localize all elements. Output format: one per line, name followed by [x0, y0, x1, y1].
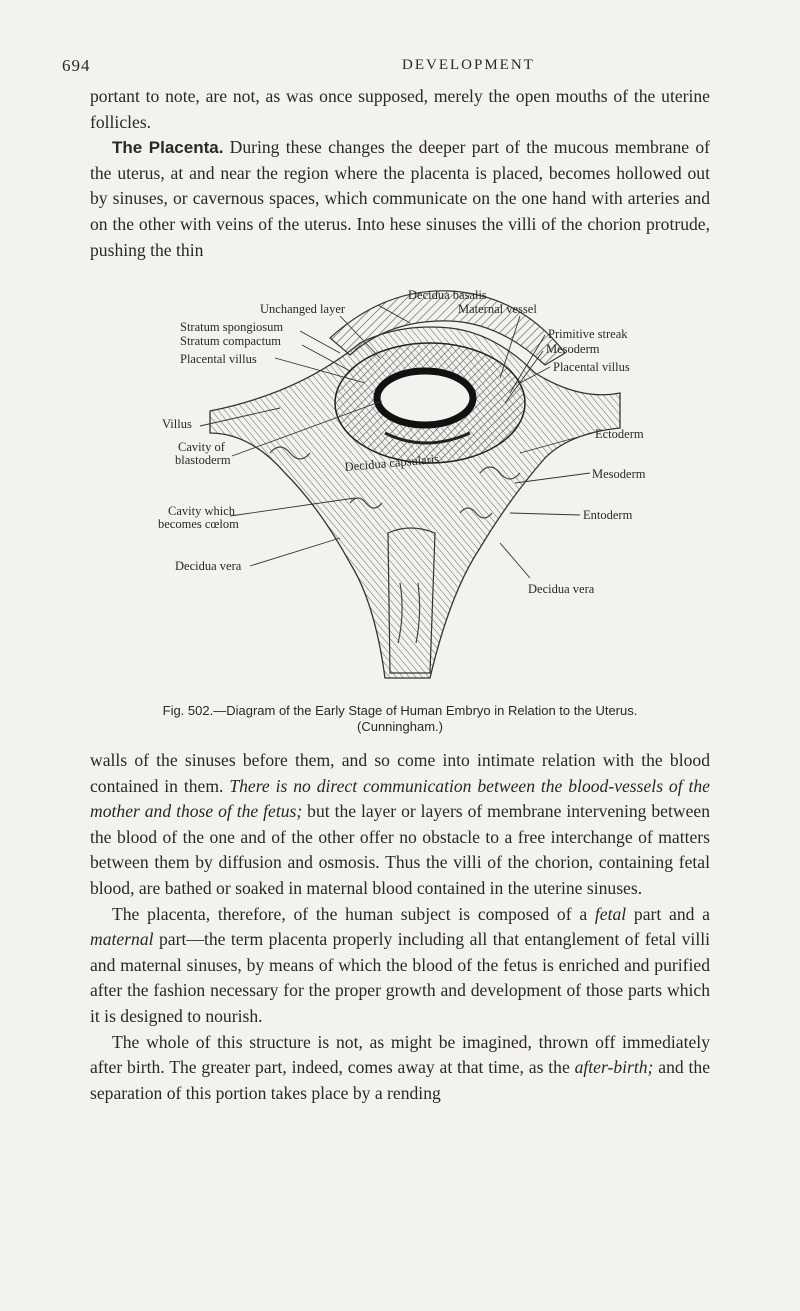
decidua-basalis-shape [329, 290, 566, 366]
label-placental-villus-right: Placental villus [553, 360, 630, 374]
label-villus: Villus [162, 417, 192, 431]
label-decidua-basalis: Decidua basalis [408, 288, 487, 302]
paragraph-continued: portant to note, are not, as was once su… [90, 86, 710, 132]
body-bottom: walls of the sinuses before them, and so… [90, 748, 710, 1106]
label-unchanged-layer: Unchanged layer [260, 302, 346, 316]
placenta-text: During these changes the deeper part of … [90, 137, 710, 260]
afterbirth-term: after-birth; [574, 1057, 654, 1078]
villi-scribbles [269, 446, 521, 519]
body-top: portant to note, are not, as was once su… [90, 84, 710, 263]
label-cavity-coelom-2: becomes cœlom [158, 517, 239, 531]
label-ectoderm: Ectoderm [595, 427, 644, 441]
maternal-term: maternal [90, 929, 154, 950]
lower-glands [397, 582, 421, 644]
decidua-vera-lower [387, 527, 436, 674]
composition-text-b: part and a [633, 903, 710, 924]
paragraph-composition: The placenta, therefore, of the human su… [90, 902, 710, 1030]
embryo-uterus-diagram: Decidua basalis Unchanged layer Maternal… [150, 283, 690, 683]
running-head: DEVELOPMENT [402, 57, 535, 73]
sinuses-text-a: walls of the sinuses before them, and so… [90, 750, 710, 796]
paragraph-sinuses: walls of the sinuses before them, and so… [90, 748, 710, 902]
label-decidua-vera-right: Decidua vera [528, 582, 595, 596]
label-cavity-blastoderm-2: blastoderm [175, 453, 231, 467]
label-entoderm: Entoderm [583, 508, 633, 522]
label-cavity-blastoderm-1: Cavity of [178, 440, 226, 454]
label-cavity-coelom-1: Cavity which [168, 504, 236, 518]
paragraph-placenta: The Placenta. During these changes the d… [90, 135, 710, 263]
label-decidua-vera-left: Decidua vera [175, 559, 242, 573]
sinuses-text-c: but the layer or layers of membrane inte… [90, 801, 710, 898]
afterbirth-text-b: and the separation of this portion takes… [90, 1057, 710, 1103]
label-primitive-streak: Primitive streak [548, 327, 628, 341]
caption-line-1: Fig. 502.—Diagram of the Early Stage of … [162, 703, 638, 718]
label-mesoderm-top: Mesoderm [546, 342, 600, 356]
diagram-svg: Decidua basalis Unchanged layer Maternal… [158, 288, 646, 679]
fetal-term: fetal [594, 903, 627, 924]
afterbirth-text-a: The whole of this structure is not, as m… [90, 1031, 710, 1078]
blastoderm-cavity-shape [373, 367, 477, 429]
sinuses-text-emphasis: There is no direct communication between… [90, 775, 710, 822]
composition-text-c: part—the term placenta properly includin… [90, 929, 710, 1026]
page-header: 694 DEVELOPMENT [62, 56, 712, 80]
figure-caption: Fig. 502.—Diagram of the Early Stage of … [90, 703, 710, 735]
caption-line-2: (Cunningham.) [357, 719, 443, 734]
leader-lines [199, 304, 594, 579]
page-number: 694 [62, 56, 91, 75]
section-title: The Placenta. [112, 138, 224, 158]
embryonic-disc [384, 431, 471, 445]
label-stratum-compactum: Stratum compactum [180, 334, 281, 348]
label-mesoderm: Mesoderm [592, 467, 646, 481]
label-maternal-vessel: Maternal vessel [458, 302, 537, 316]
label-placental-villus-left: Placental villus [180, 352, 257, 366]
label-stratum-spongiosum: Stratum spongiosum [180, 320, 283, 334]
composition-text-a: The placenta, therefore, of the human su… [112, 903, 588, 924]
paragraph-afterbirth: The whole of this structure is not, as m… [90, 1030, 710, 1107]
